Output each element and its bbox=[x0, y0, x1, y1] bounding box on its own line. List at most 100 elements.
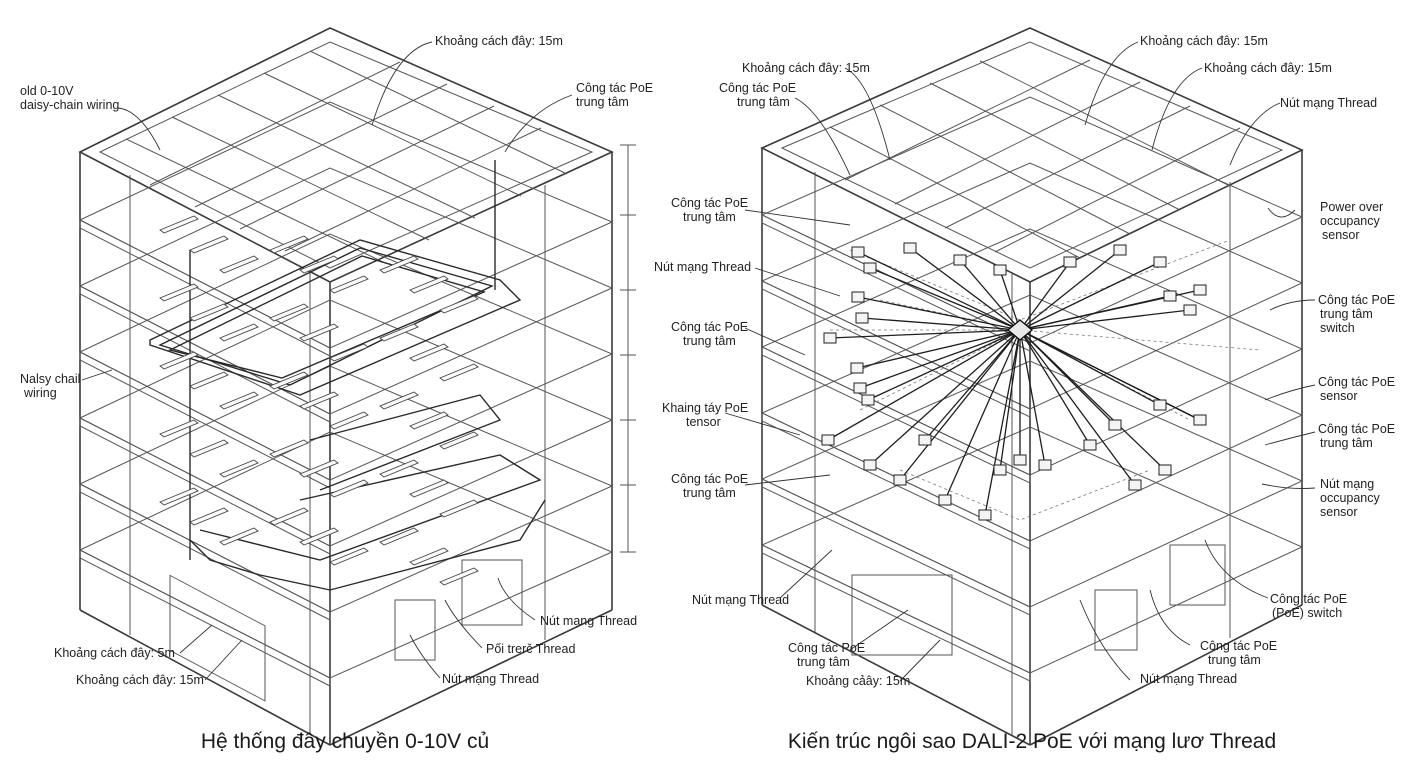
poe-node bbox=[861, 394, 875, 406]
poe-node bbox=[850, 362, 864, 374]
label-poe-switch-r-1: Công tác PoE bbox=[1318, 293, 1395, 307]
label-poe-sensor-left-2: tensor bbox=[686, 415, 721, 429]
label-poe-switch-r-2: trung tâm bbox=[1320, 307, 1373, 321]
linear-light-fixture bbox=[189, 371, 229, 390]
label-spacing-bottom: Khoảng cảây: 15m bbox=[806, 674, 910, 688]
linear-light-fixture bbox=[439, 295, 479, 314]
right-floor-slab-edge bbox=[761, 214, 1031, 352]
poe-node bbox=[1183, 304, 1197, 316]
linear-light-fixture bbox=[329, 547, 369, 566]
linear-light-fixture bbox=[329, 479, 369, 498]
dali-cable bbox=[857, 251, 1021, 331]
linear-light-fixture bbox=[219, 391, 259, 410]
label-poe-switch-2: trung tâm bbox=[576, 95, 629, 109]
dali-cable bbox=[984, 329, 1021, 516]
poe-node bbox=[1193, 414, 1207, 426]
poe-node bbox=[851, 246, 865, 258]
linear-light-fixture bbox=[269, 507, 309, 526]
label-thread-occ-2: occupancy bbox=[1320, 491, 1381, 505]
left-floor-slabs bbox=[78, 101, 614, 687]
linear-light-fixture bbox=[219, 323, 259, 342]
linear-light-fixture bbox=[219, 459, 259, 478]
label-poe-central-top-2: trung tâm bbox=[737, 95, 790, 109]
right-floor-slab bbox=[760, 228, 1304, 476]
label-old-wiring-1: old 0-10V bbox=[20, 84, 74, 98]
linear-light-fixture bbox=[409, 411, 449, 430]
linear-light-fixture bbox=[439, 363, 479, 382]
label-spacing-bottom-2: Khoảng cách đây: 15m bbox=[76, 673, 204, 687]
linear-light-fixture bbox=[159, 351, 199, 370]
poe-node bbox=[853, 382, 867, 394]
left-floor-slab bbox=[78, 101, 614, 349]
poe-node bbox=[1128, 479, 1142, 491]
label-poe-bottom-right-2: trung tâm bbox=[1208, 653, 1261, 667]
dali-cable bbox=[1019, 329, 1161, 406]
dali-cable bbox=[1019, 329, 1201, 421]
dali-cable bbox=[1019, 249, 1121, 331]
poe-node bbox=[1153, 399, 1167, 411]
dali-poe-star-topology bbox=[821, 242, 1207, 521]
label-thread-node-right: Nút mạng Thread bbox=[540, 614, 637, 628]
linear-light-fixture bbox=[219, 527, 259, 546]
poe-node bbox=[855, 312, 869, 324]
label-poe-left-a-1: Công tác PoE bbox=[671, 196, 748, 210]
poe-node bbox=[863, 459, 877, 471]
right-floor-slabs bbox=[760, 96, 1304, 682]
poe-node bbox=[1163, 290, 1177, 302]
label-poe-left-c-2: trung tâm bbox=[683, 486, 736, 500]
label-poe-left-a-2: trung tâm bbox=[683, 210, 736, 224]
dali-cable bbox=[1019, 261, 1071, 331]
poe-node bbox=[1013, 454, 1027, 466]
linear-light-fixture bbox=[159, 419, 199, 438]
dali-cable bbox=[827, 329, 1021, 441]
linear-light-fixture bbox=[299, 255, 339, 274]
linear-light-fixture bbox=[329, 343, 369, 362]
linear-light-fixture bbox=[269, 371, 309, 390]
poe-node bbox=[953, 254, 967, 266]
dali-cable bbox=[829, 329, 1021, 339]
label-spacing-top-3: Khoảng cách đây: 15m bbox=[742, 61, 870, 75]
linear-light-fixture bbox=[329, 411, 369, 430]
left-light-fixtures bbox=[159, 215, 479, 586]
linear-light-fixture bbox=[189, 235, 229, 254]
label-poe-bottom-left-2: trung tâm bbox=[797, 655, 850, 669]
right-floor-slab-edge bbox=[761, 544, 1031, 682]
label-spacing-top-2: Khoảng cách đây: 15m bbox=[1204, 61, 1332, 75]
label-poe-bottom-left-1: Công tác PoE bbox=[788, 641, 865, 655]
linear-light-fixture bbox=[439, 567, 479, 586]
label-poe-sensor-r-1: Công tác PoE bbox=[1318, 375, 1395, 389]
linear-light-fixture bbox=[439, 431, 479, 450]
left-daisy-chain-wiring bbox=[149, 160, 546, 591]
dali-cable bbox=[999, 269, 1021, 331]
dali-cable bbox=[924, 329, 1021, 441]
label-thread-node-bottom: Nút mạng Thread bbox=[1140, 672, 1237, 686]
dali-cable bbox=[899, 329, 1021, 481]
linear-light-fixture bbox=[189, 303, 229, 322]
label-poe-poe-switch-1: Công tác PoE bbox=[1270, 592, 1347, 606]
dali-cable bbox=[1019, 295, 1171, 331]
label-poe-poe-switch-2: (PoE) switch bbox=[1272, 606, 1342, 620]
dali-cable bbox=[869, 267, 1021, 331]
label-thread-node-bottom: Nút mạng Thread bbox=[442, 672, 539, 686]
linear-light-fixture bbox=[439, 499, 479, 518]
linear-light-fixture bbox=[299, 391, 339, 410]
dali-cable bbox=[1019, 329, 1166, 471]
label-old-wiring-2: daisy-chain wiring bbox=[20, 98, 119, 112]
dali-cable bbox=[909, 247, 1021, 331]
left-floor-slab-edge bbox=[79, 219, 331, 357]
linear-light-fixture bbox=[219, 255, 259, 274]
left-floor-slab-edge bbox=[79, 549, 331, 687]
linear-light-fixture bbox=[299, 323, 339, 342]
linear-light-fixture bbox=[379, 255, 419, 274]
right-floor-slab-edge bbox=[761, 346, 1031, 484]
label-poe-sensor-r-2: sensor bbox=[1320, 389, 1358, 403]
poe-node bbox=[918, 434, 932, 446]
dali-cable bbox=[1019, 309, 1191, 331]
label-spacing-top-1: Khoảng cách đây: 15m bbox=[1140, 34, 1268, 48]
label-poe-bottom-right-1: Công tác PoE bbox=[1200, 639, 1277, 653]
linear-light-fixture bbox=[189, 439, 229, 458]
linear-light-fixture bbox=[379, 323, 419, 342]
label-poe-thread: Pối trerč Thread bbox=[486, 642, 575, 656]
poe-node bbox=[978, 509, 992, 521]
linear-light-fixture bbox=[269, 303, 309, 322]
